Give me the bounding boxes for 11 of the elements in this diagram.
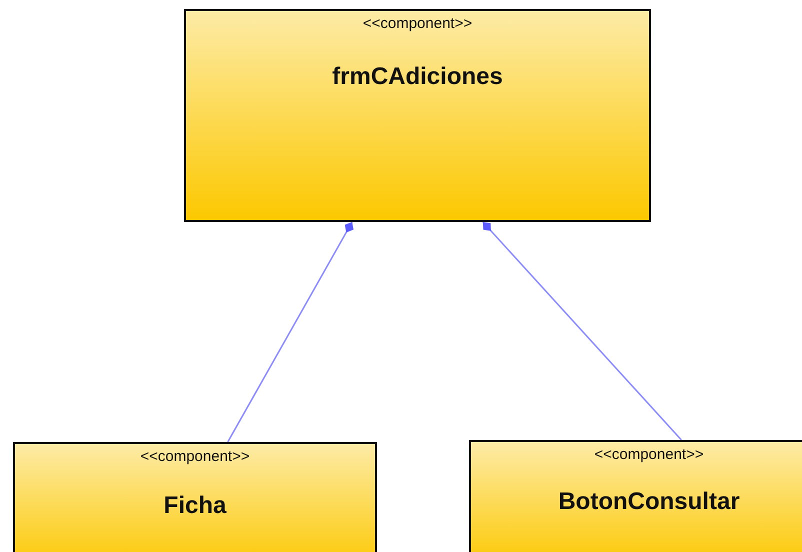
stereotype-label: <<component>> <box>362 15 474 32</box>
stereotype-label: <<component>> <box>593 446 705 463</box>
component-box <box>13 442 377 552</box>
composition-connector <box>227 222 354 442</box>
component-name: frmCAdiciones <box>331 63 504 91</box>
stereotype-label: <<component>> <box>139 448 251 465</box>
composition-connector <box>482 222 682 440</box>
component-name: Ficha <box>162 492 228 520</box>
component-box <box>469 440 802 552</box>
component-name: BotonConsultar <box>557 488 741 516</box>
component-box <box>184 9 651 222</box>
